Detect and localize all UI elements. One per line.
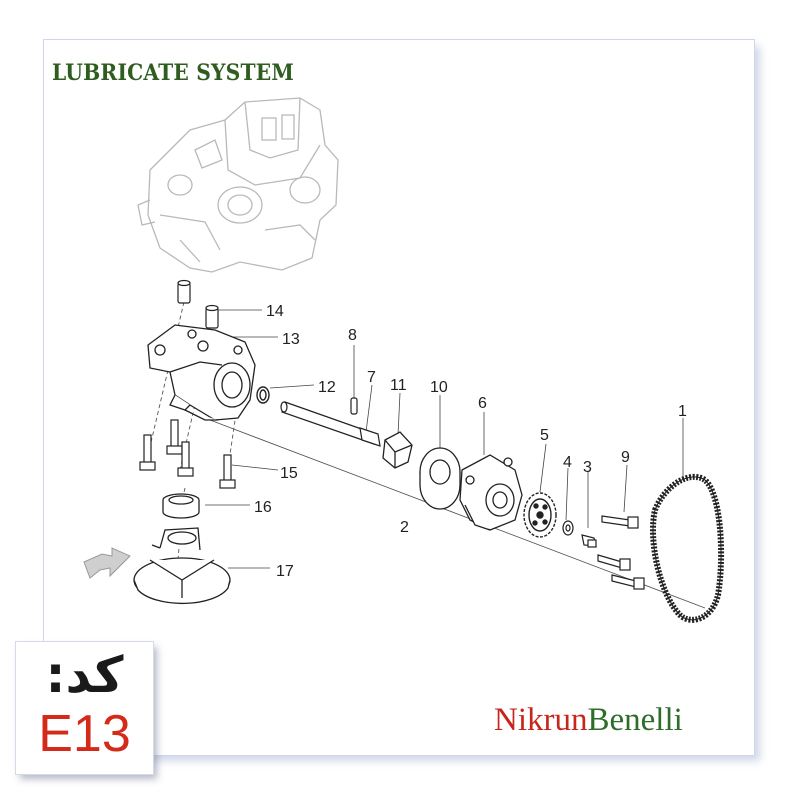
oil-strainer-cover: [133, 527, 231, 605]
callout-6: 6: [478, 395, 487, 412]
callout-3: 3: [583, 459, 592, 476]
callout-16: 16: [254, 499, 272, 516]
pump-rotor: [419, 447, 461, 510]
code-value: E13: [38, 705, 131, 763]
arrow-right-icon: [83, 547, 131, 579]
oil-strainer-ring: [162, 493, 200, 519]
callout-9: 9: [621, 449, 630, 466]
part-code-card: کد: E13: [16, 642, 153, 774]
callout-5: 5: [540, 427, 549, 444]
diagram-frame: [44, 40, 754, 755]
washer: [562, 520, 574, 536]
engine-block-outline: [137, 97, 339, 273]
bolts-9: [597, 515, 645, 590]
callout-11: 11: [390, 377, 407, 394]
pin: [350, 397, 358, 415]
callout-4: 4: [563, 454, 572, 471]
drive-chain: [650, 473, 725, 623]
callout-labels: 1 2 3 4 5 6 7 8 9 10 11 12 13 14 15 16 1…: [254, 303, 687, 580]
code-label: کد:: [45, 646, 124, 704]
brand-part-benelli: Benelli: [587, 702, 683, 738]
callout-17: 17: [276, 563, 294, 580]
callout-13: 13: [282, 331, 300, 348]
pump-sprocket: [523, 492, 557, 538]
callout-15: 15: [280, 465, 298, 482]
bolts-15: [139, 419, 236, 489]
pump-body: [459, 454, 523, 531]
callout-leaders: [205, 309, 684, 569]
drive-coupling: [382, 431, 413, 469]
sprocket-bolt: [581, 534, 597, 548]
callout-2: 2: [400, 519, 409, 536]
dowel-pins: [177, 279, 219, 329]
callout-7: 7: [367, 369, 376, 386]
pump-shaft: [280, 401, 381, 447]
brand-logo-text: NikrunBenelli: [494, 702, 683, 739]
diagram-title: LUBRICATE SYSTEM: [52, 60, 294, 86]
callout-12: 12: [318, 379, 336, 396]
brand-part-nikrun: Nikrun: [494, 702, 588, 738]
callout-1: 1: [678, 403, 687, 420]
oil-pump-housing: [147, 324, 256, 421]
callout-8: 8: [348, 327, 357, 344]
callout-14: 14: [266, 303, 284, 320]
o-ring: [256, 386, 270, 404]
callout-10: 10: [430, 379, 448, 396]
